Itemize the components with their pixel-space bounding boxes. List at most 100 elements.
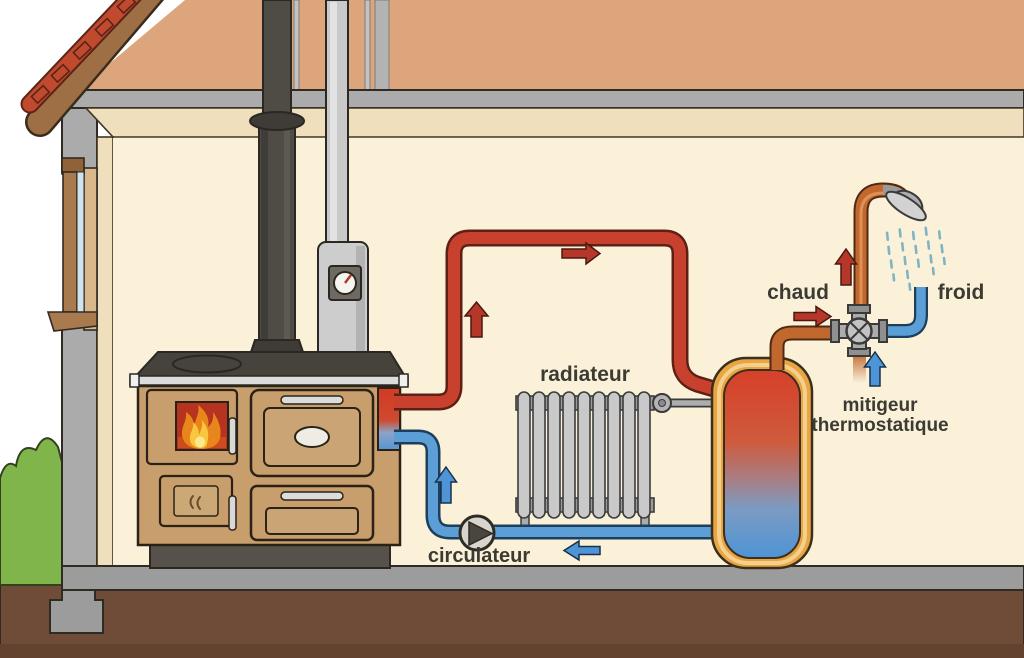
- radiator-tube: [607, 391, 621, 519]
- roof-tile-steps: [30, 0, 137, 105]
- hot-pipe: [394, 232, 726, 408]
- cold-return-pipe: [394, 429, 718, 540]
- flow-arrows-cold: [434, 350, 887, 562]
- hot-label: chaud: [767, 281, 829, 304]
- stove-chrome-rail: [129, 375, 409, 386]
- pump-rotor-icon: [468, 520, 494, 547]
- radiator-tube: [592, 391, 606, 519]
- oven-handle-bar: [280, 395, 344, 405]
- thermostatic-mixer-valve: [830, 304, 888, 357]
- drawer-panel: [265, 507, 359, 535]
- water-spray: [885, 226, 946, 292]
- tank-insulation-line: [717, 363, 807, 565]
- tank-mixer-pipe: [771, 327, 838, 370]
- flue-heater-shade: [356, 246, 365, 356]
- cold-flow-arrow-up: [434, 465, 458, 504]
- ash-door-handle: [228, 495, 237, 531]
- roof: [20, 0, 165, 137]
- stove-top-plate: [131, 351, 408, 379]
- hot-flow-arrow-right: [561, 241, 602, 266]
- radiator-tube: [622, 391, 636, 519]
- flue-dark-shade: [261, 122, 268, 342]
- froid-arrow-up: [863, 350, 887, 387]
- foundation-footing: [49, 589, 104, 634]
- radiator: [515, 391, 718, 535]
- attic-stud: [293, 0, 300, 91]
- rail-cap-left: [129, 373, 140, 388]
- tank-water: [723, 369, 801, 559]
- wood-stove: [129, 351, 409, 569]
- radiator-valve-center: [658, 399, 666, 407]
- cold-label: froid: [938, 281, 985, 304]
- roof-tile-end: [72, 40, 93, 61]
- hot-supply-pipe: [394, 229, 727, 411]
- shower-head: [885, 189, 927, 222]
- attic-post: [374, 0, 390, 91]
- radiator-tube: [577, 391, 591, 519]
- radiator-tube: [517, 391, 531, 519]
- ash-door-panel: [173, 485, 219, 517]
- wall-below-window: [61, 323, 98, 591]
- roof-fascia: [27, 0, 161, 135]
- bush: [0, 437, 63, 586]
- roof-tile-end: [50, 63, 71, 84]
- window-reveal: [83, 167, 98, 331]
- radiator-tube: [562, 391, 576, 519]
- flame-core: [195, 436, 205, 448]
- mixer-flange-left: [830, 319, 840, 343]
- rail-cap-right: [398, 373, 409, 388]
- cold-feed-pipe: [884, 287, 928, 338]
- mixer-flange-top: [847, 304, 871, 314]
- radiator-tubes: [517, 391, 651, 519]
- cold-pipe: [394, 432, 718, 537]
- mixer-label-line1: mitigeur: [843, 395, 919, 416]
- mixer-flange-right: [878, 319, 888, 343]
- roof-tile-end: [94, 17, 115, 38]
- oven-door: [249, 388, 375, 478]
- flue-ceiling-collar: [249, 111, 305, 131]
- radiator-tube: [532, 391, 546, 519]
- cooktop-ring: [172, 354, 242, 374]
- spray-column: [937, 230, 946, 266]
- left-wall-edge: [96, 136, 114, 569]
- radiator-tube: [547, 391, 561, 519]
- window-frame: [62, 171, 78, 313]
- flue-pipe-light: [317, 0, 369, 361]
- roof-tile-end: [30, 84, 51, 105]
- gauge-needle: [344, 274, 352, 284]
- window: [46, 157, 98, 332]
- roof-tile-end: [116, 0, 137, 15]
- attic-wall: [78, 0, 1024, 90]
- oven-door-knob: [294, 426, 330, 448]
- window-glass: [76, 171, 85, 313]
- drawer-handle-bar: [280, 491, 344, 501]
- floor-slab: [61, 565, 1024, 591]
- mixer-bottom-stub: [853, 353, 866, 383]
- fire-door: [145, 388, 239, 466]
- stove-plinth: [149, 544, 391, 569]
- cold-feed: [884, 287, 926, 336]
- flue-dark-highlight: [284, 122, 290, 342]
- ceiling-beam: [63, 89, 1024, 109]
- spray-column: [924, 226, 935, 276]
- radiator-tube: [637, 391, 651, 519]
- flue-dark-attic: [262, 0, 292, 119]
- circulator-label: circulateur: [428, 545, 530, 567]
- spray-column: [911, 230, 921, 268]
- attic-stud: [364, 0, 371, 91]
- riser-highlight: [859, 191, 884, 305]
- shower-head-plate: [885, 190, 927, 222]
- stove-drawer: [249, 484, 375, 542]
- hot-flow-arrow-up: [463, 300, 490, 338]
- ash-door-symbol: [189, 495, 201, 510]
- cornice-band: [84, 107, 1024, 138]
- spray-column: [885, 231, 896, 282]
- cold-flow-arrow-left: [562, 539, 601, 562]
- hot-water-tank: [710, 356, 814, 570]
- soil-dark-band: [0, 644, 1024, 658]
- labels: radiateur circulateur chaud froid mitige…: [428, 281, 984, 567]
- circulator-pump: [458, 514, 496, 552]
- ground: [0, 583, 1024, 658]
